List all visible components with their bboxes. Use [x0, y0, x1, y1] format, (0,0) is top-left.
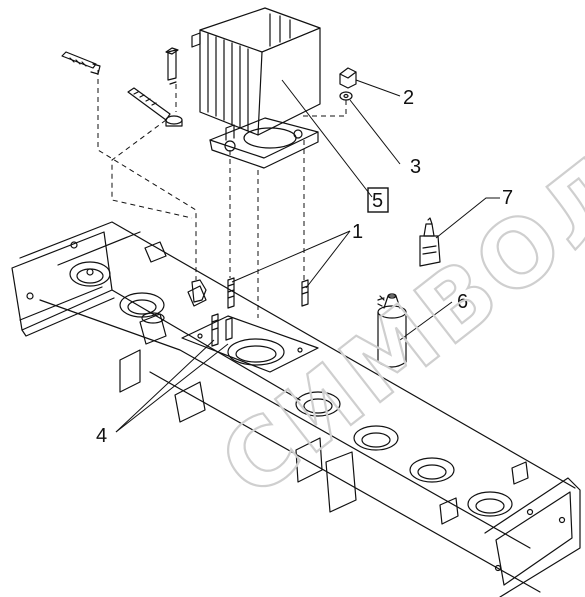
leader-lines: [115, 79, 500, 433]
spray-can: [377, 293, 407, 368]
callout-1: 1: [352, 221, 363, 243]
callout-5: 5: [372, 190, 383, 212]
cap-nut: [339, 67, 357, 89]
intake-manifold: [11, 221, 581, 597]
long-screw: [61, 51, 101, 75]
assembly-lines: [97, 70, 347, 318]
callout-3: 3: [410, 156, 421, 178]
callout-7: 7: [502, 187, 513, 209]
studs: [211, 277, 309, 347]
heater-element: [191, 7, 321, 169]
washer: [339, 91, 353, 101]
vertical-bolt: [165, 47, 183, 127]
callout-6: 6: [457, 291, 468, 313]
threaded-stud: [127, 87, 171, 121]
callouts: 1 2 3 4 5 6 7: [96, 87, 513, 447]
sealant-bottle: [419, 217, 441, 267]
callout-5-box: [367, 187, 389, 213]
callout-4: 4: [96, 425, 107, 447]
heater-mounting-pad: [181, 315, 319, 373]
callout-2: 2: [403, 87, 414, 109]
